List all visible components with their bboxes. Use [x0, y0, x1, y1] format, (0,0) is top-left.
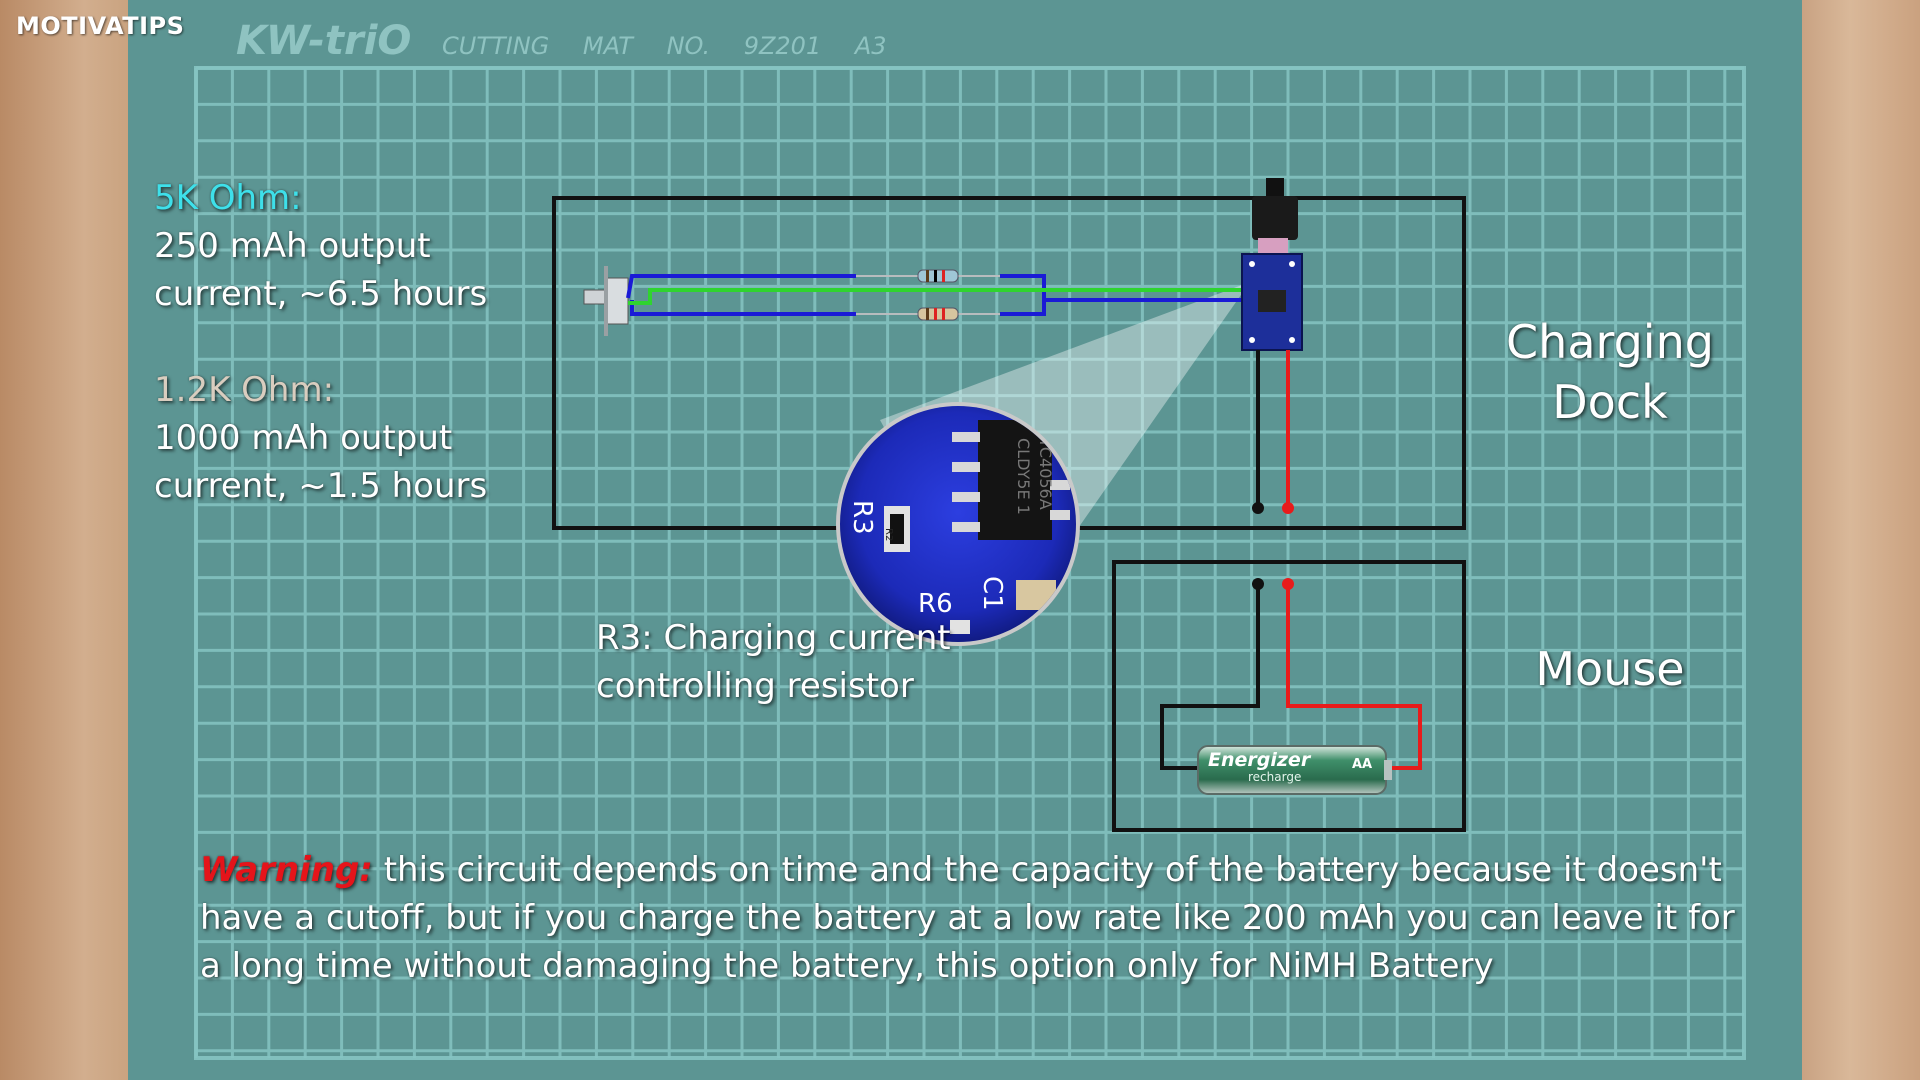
note-5k-line1: 250 mAh output	[154, 226, 431, 266]
note-5k-heading: 5K Ohm:	[154, 178, 302, 218]
note-1-2k-heading: 1.2K Ohm:	[154, 370, 335, 410]
note-1-2k-line2: current, ~1.5 hours	[154, 466, 488, 506]
resistor-5k	[856, 269, 1000, 283]
chip-marking-2: CLDY5E 1	[1014, 438, 1033, 515]
slide-switch	[583, 266, 629, 336]
mouse-frame	[1112, 560, 1466, 832]
battery-brand: Energizer	[1208, 749, 1312, 771]
battery-sub: recharge	[1248, 770, 1301, 784]
aa-battery: Energizer recharge AA	[1197, 745, 1392, 795]
silk-r3: R3	[847, 500, 877, 535]
green-wire	[628, 288, 1252, 305]
mat-label: CUTTING MAT NO. 9Z201 A3	[442, 32, 887, 60]
mat-brand-logo: KW-triO	[236, 18, 412, 64]
chip-marking-1: TC4056A	[1036, 437, 1055, 510]
silk-c1: C1	[977, 576, 1007, 611]
watermark: MOTIVATIPS	[16, 12, 185, 40]
magnifier-circle: TC4056A CLDY5E 1 R3 R2 R6 C1	[836, 402, 1080, 646]
note-1-2k-line1: 1000 mAh output	[154, 418, 453, 458]
battery-size: AA	[1352, 757, 1372, 772]
wood-surface-right	[1780, 0, 1920, 1080]
warning-label: Warning:	[200, 850, 373, 890]
note-5k: 5K Ohm: 250 mAh output current, ~6.5 hou…	[154, 174, 487, 318]
warning-text: this circuit depends on time and the cap…	[200, 850, 1735, 986]
mat-grid	[194, 66, 1744, 1058]
charging-dock-label-line1: Charging	[1506, 315, 1714, 369]
dock-contact-black	[1252, 502, 1264, 514]
mouse-black-wire	[1160, 584, 1260, 770]
mouse-red-wire	[1286, 584, 1422, 770]
wood-surface-left	[0, 0, 140, 1080]
note-5k-line2: current, ~6.5 hours	[154, 274, 488, 314]
note-1-2k: 1.2K Ohm: 1000 mAh output current, ~1.5 …	[154, 366, 487, 510]
silk-r6: R6	[918, 589, 953, 619]
mat-border	[194, 66, 1746, 1060]
dock-contact-red	[1282, 502, 1294, 514]
tp4056-charger-module	[1241, 178, 1303, 351]
silk-r2: R2	[883, 528, 894, 541]
warning-note: Warning: this circuit depends on time an…	[200, 846, 1760, 990]
blue-wires	[626, 274, 1250, 316]
charging-dock-label-line2: Dock	[1552, 375, 1668, 429]
r3-note: R3: Charging current controlling resisto…	[596, 618, 951, 706]
resistor-1-2k	[856, 307, 1000, 321]
charging-dock-label: Charging Dock	[1490, 312, 1730, 432]
mouse-label: Mouse	[1535, 642, 1685, 696]
